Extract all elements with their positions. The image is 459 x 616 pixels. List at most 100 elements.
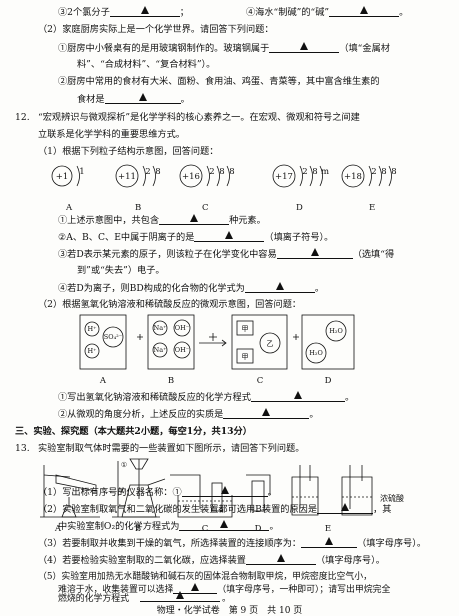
- line-17: ②从微观的角度分析，上述反应的实质是。: [58, 408, 319, 420]
- line-7: “宏观辨识与微观探析”是化学学科的核心素养之一。在宏观、微观和符号之间建: [38, 112, 360, 123]
- line-5: ②厨房中常用的食材有大米、面粉、食用油、鸡蛋、青菜等，其中富含维生素的: [58, 76, 380, 87]
- line-21: 中实验室制O₂的化学方程式为。: [58, 520, 279, 532]
- line-9: （1）根据下列粒子结构示意图，回答问题：: [38, 146, 219, 157]
- section-3-title: 三、实验、探究题（本大题共2小题，每空1分，共13分）: [15, 426, 252, 437]
- atom-label-a: A: [65, 203, 73, 213]
- question-12-number: 12.: [15, 112, 30, 123]
- svg-text:8: 8: [229, 167, 234, 177]
- svg-text:E: E: [325, 524, 331, 534]
- svg-text:A: A: [99, 376, 107, 386]
- footer-text: 物理・化学试卷 第 9 页 共 10 页: [156, 606, 303, 616]
- answer-blank[interactable]: [276, 248, 353, 259]
- svg-text:1: 1: [79, 167, 84, 177]
- atom-label-d: D: [296, 203, 303, 213]
- svg-text:+17: +17: [275, 172, 293, 182]
- line-20: （2）实验室制取氧气和二氧化碳的发生装置都可选用B装置的原因是，其: [38, 503, 392, 515]
- answer-blank[interactable]: [245, 554, 316, 565]
- svg-text:8: 8: [381, 167, 386, 177]
- beaker-a: [79, 314, 127, 370]
- answer-blank[interactable]: [329, 6, 400, 17]
- line-24: （5）实验室用加热无水醋酸钠和碱石灰的固体混合物制取甲烷，甲烷密度比空气小，: [38, 572, 373, 582]
- svg-text:+18: +18: [344, 172, 362, 182]
- answer-blank[interactable]: [181, 486, 268, 497]
- svg-text:2: 2: [302, 167, 307, 177]
- lab-apparatus-diagram: A B C D E ① ② 浓硫酸: [40, 458, 404, 534]
- answer-blank[interactable]: [109, 6, 180, 17]
- svg-text:SO₄²⁻: SO₄²⁻: [104, 333, 122, 341]
- svg-text:H⁺: H⁺: [87, 347, 96, 355]
- line-19: （1）写出标有序号的仪器名称：①。: [38, 486, 277, 498]
- svg-text:OH⁻: OH⁻: [175, 324, 189, 332]
- page-footer: 燃烧的化学方程式 。 物理・化学试卷 第 9 页 共 10 页: [0, 591, 459, 616]
- atom-d-nucleus: [272, 164, 296, 188]
- svg-text:2: 2: [145, 167, 150, 177]
- svg-text:Na⁺: Na⁺: [154, 346, 167, 354]
- atom-label-c: C: [202, 203, 209, 213]
- line-1: ③2个氯分子；: [58, 6, 189, 18]
- answer-blank[interactable]: [159, 214, 230, 225]
- atom-b-nucleus: [115, 164, 139, 188]
- line-12: ③若D表示某元素的原子，则该粒子在化学变化中容易（选填“得: [58, 248, 395, 260]
- svg-text:D: D: [325, 376, 332, 386]
- svg-text:Na⁺: Na⁺: [154, 324, 167, 332]
- line-11: ②A、B、C、E中属于阴离子的是（填离子符号）。: [58, 231, 334, 243]
- answer-blank[interactable]: [269, 42, 340, 53]
- line-16: ①写出氢氧化钠溶液和稀硫酸反应的化学方程式。: [58, 391, 355, 403]
- beaker-c: [231, 314, 288, 370]
- svg-text:+11: +11: [118, 172, 136, 182]
- line-14: ④若D为离子，则BD构成的化合物的化学式为。: [58, 282, 325, 294]
- line-10: ①上述示意图中，共包含种元素。: [58, 214, 266, 226]
- atom-label-b: B: [135, 203, 141, 213]
- question-13-number: 13.: [15, 443, 30, 454]
- beaker-b: [147, 314, 195, 370]
- answer-blank[interactable]: [179, 520, 270, 531]
- answer-blank[interactable]: [250, 391, 345, 402]
- answer-blank[interactable]: [140, 591, 220, 602]
- atom-a-nucleus: [51, 165, 73, 187]
- svg-text:C: C: [202, 524, 209, 534]
- svg-text:B: B: [168, 376, 174, 386]
- answer-blank[interactable]: [173, 583, 218, 594]
- svg-text:B: B: [135, 524, 141, 534]
- svg-text:8: 8: [391, 167, 396, 177]
- svg-text:8: 8: [155, 167, 160, 177]
- svg-text:8: 8: [312, 167, 317, 177]
- answer-blank[interactable]: [194, 231, 265, 242]
- line-3: ①厨房中小餐桌有的是用玻璃钢制作的。玻璃钢属于（填“金属材: [58, 42, 390, 54]
- line-4: 料”、“合成材料”、“复合材料”）。: [77, 59, 216, 70]
- svg-text:D: D: [255, 524, 262, 534]
- line-1-right: ④海水“制碱”的“碱”。: [246, 6, 409, 18]
- svg-text:H₂O: H₂O: [329, 327, 343, 335]
- svg-text:甲: 甲: [242, 353, 249, 361]
- answer-blank[interactable]: [244, 282, 315, 293]
- svg-text:2: 2: [209, 167, 214, 177]
- line-15: （2）根据氢氧化钠溶液和稀硫酸反应的微观示意图，回答问题：: [38, 299, 302, 310]
- svg-text:2: 2: [371, 167, 376, 177]
- svg-text:乙: 乙: [267, 340, 274, 348]
- line-13: 到”或“失去”）电子。: [77, 265, 165, 276]
- answer-blank[interactable]: [301, 537, 358, 548]
- line-23: （4）若要检验实验室制取的二氧化碳，应选择装置（填字母序号）。: [38, 554, 385, 566]
- acid-label: 浓硫酸: [380, 493, 404, 503]
- svg-text:C: C: [257, 376, 264, 386]
- line-8: 立联系是化学学科的重要思维方式。: [38, 129, 185, 140]
- reaction-micro-diagram: H⁺ SO₄²⁻ H⁺ Na⁺ OH⁻ Na⁺ OH⁻ 甲 乙 甲 H₂O H₂…: [79, 314, 355, 386]
- svg-text:①: ①: [121, 461, 127, 469]
- answer-blank[interactable]: [317, 503, 374, 514]
- answer-blank[interactable]: [223, 408, 310, 419]
- atom-e-nucleus: [341, 164, 365, 188]
- svg-text:8: 8: [219, 167, 224, 177]
- svg-text:m: m: [321, 167, 329, 177]
- line-25: 难溶于水，收集装置可以选择（填字母序号，一种即可）；请写出甲烷完全: [58, 583, 391, 595]
- svg-text:OH⁻: OH⁻: [175, 346, 189, 354]
- atom-label-e: E: [369, 203, 375, 213]
- line-22: （3）若要制取并收集到干燥的氧气，所选择装置的连接顺序为：（填字母序号）。: [38, 537, 427, 549]
- beaker-d: [301, 314, 355, 370]
- atom-structure-diagrams: +1 1 +11 2 8 +16 2 8 8 +17 2 8 m +18 2 8…: [51, 164, 397, 213]
- svg-text:甲: 甲: [242, 325, 249, 333]
- line-6: 食材是。: [77, 93, 190, 105]
- answer-blank[interactable]: [104, 93, 181, 104]
- line-2: （2）家庭厨房实际上是一个化学世界。请回答下列问题：: [38, 24, 274, 35]
- svg-text:+1: +1: [56, 172, 69, 182]
- svg-text:②: ②: [119, 487, 125, 495]
